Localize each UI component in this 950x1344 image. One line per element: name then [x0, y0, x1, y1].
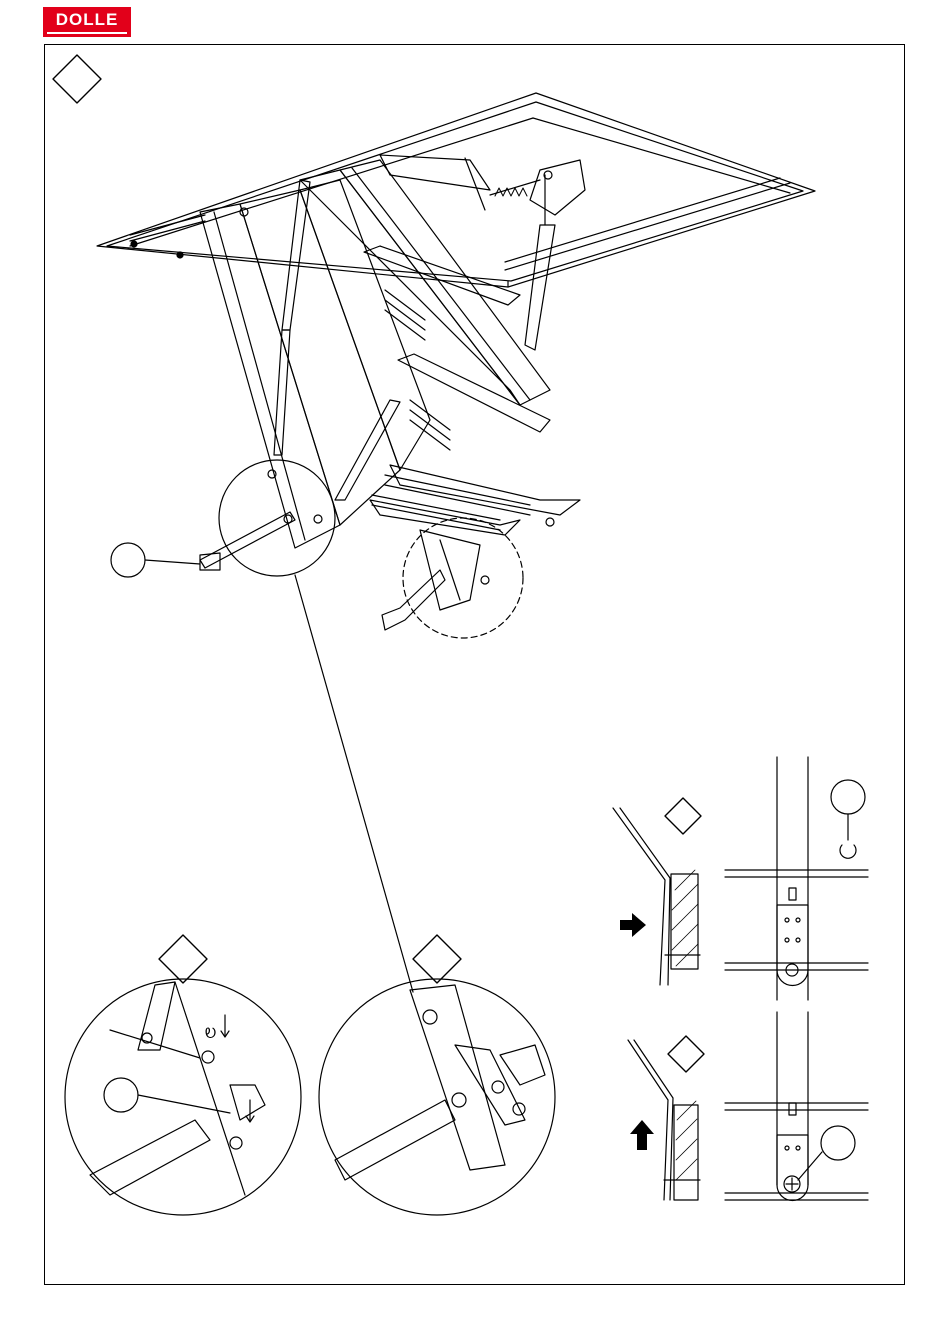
detail-right-top: [613, 757, 868, 1000]
callout-circle-main: [111, 543, 145, 577]
detail-right-bottom: [628, 1012, 868, 1201]
svg-text:Ꭷ: Ꭷ: [205, 1026, 216, 1042]
ladder-lower-section: [200, 180, 580, 610]
step-diamond-marker: [53, 55, 101, 103]
hatch-frame: [97, 93, 815, 287]
spring-hinge: [490, 160, 585, 350]
detail-left: Ꭷ: [65, 935, 301, 1215]
leader-line: [295, 575, 413, 992]
detail-center: [319, 935, 555, 1215]
scissor-arms: [200, 180, 400, 568]
detail-circle-solid: [219, 460, 335, 576]
